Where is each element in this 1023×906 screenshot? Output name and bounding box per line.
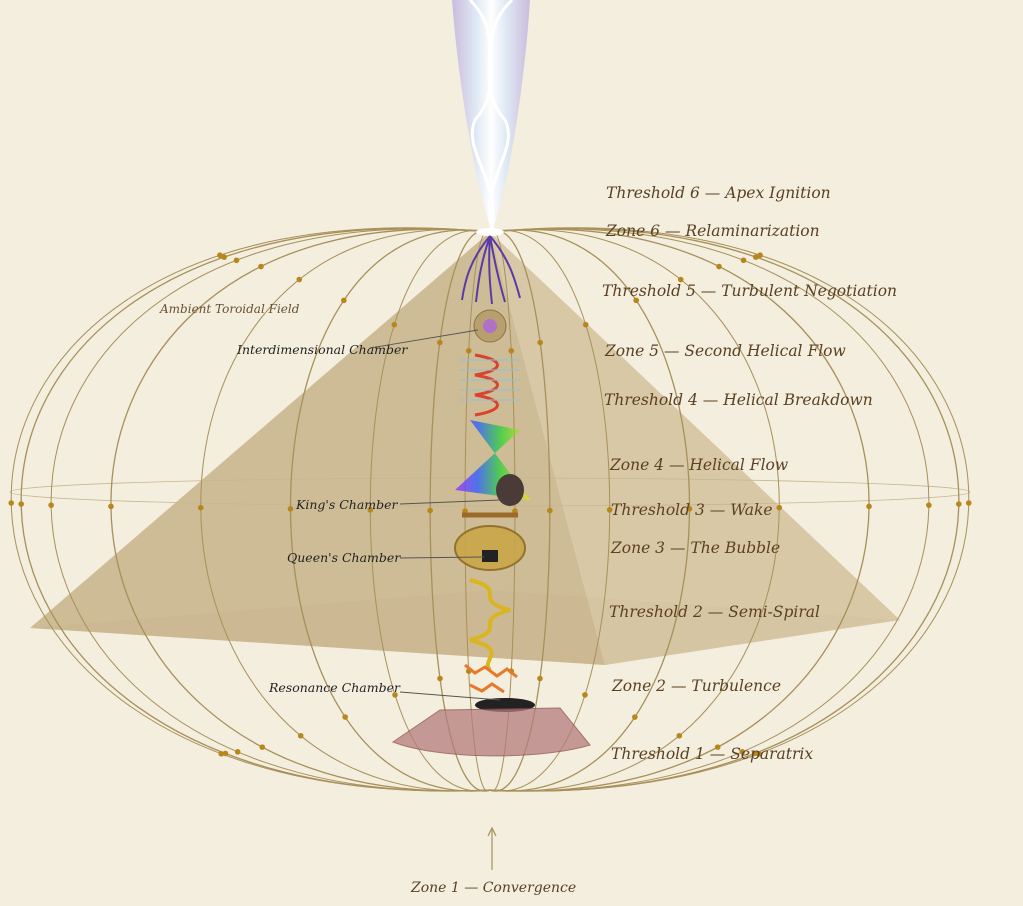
field-arrow-marker: [437, 675, 443, 682]
zone5-red-helix: [474, 353, 499, 417]
field-arrow-marker: [537, 675, 543, 682]
zone1-arrow: [487, 826, 497, 870]
semi-spiral-zone2: [469, 578, 511, 672]
field-arrow-marker: [537, 339, 543, 346]
field-arrow-marker: [108, 503, 114, 510]
kings-chamber: [496, 474, 524, 506]
field-line: [489, 228, 930, 792]
field-arrow-marker: [392, 692, 398, 698]
chamber-core: [483, 319, 497, 333]
field-line: [489, 227, 970, 792]
field-arrow-marker: [462, 508, 468, 514]
queens-chamber: [482, 550, 498, 562]
apex-ignition-point: [476, 228, 504, 236]
field-arrow-marker: [221, 254, 227, 260]
field-arrow-marker: [18, 501, 25, 507]
field-arrow-marker: [234, 749, 241, 755]
separatrix-cone: [391, 707, 591, 757]
label-threshold-4: Threshold 4 — Helical Breakdown: [604, 391, 873, 409]
field-arrow-marker: [632, 714, 638, 720]
field-arrow-marker: [197, 504, 204, 511]
field-arrow-marker: [233, 257, 240, 264]
field-arrow-marker: [48, 502, 54, 508]
field-line: [50, 228, 491, 792]
toroidal-field-lines: [8, 227, 972, 792]
field-line: [10, 227, 491, 792]
field-arrow-marker: [465, 348, 472, 354]
field-arrow-marker: [341, 297, 347, 304]
field-line: [489, 228, 870, 792]
field-arrow-marker: [297, 732, 304, 739]
field-arrow-marker: [606, 507, 613, 513]
apex-energy-beam: [452, 0, 530, 232]
field-arrow-marker: [437, 339, 443, 346]
field-arrow-marker: [753, 254, 759, 260]
field-arrow-marker: [391, 321, 398, 328]
pyramid-right-face: [490, 232, 900, 665]
field-arrow-marker: [716, 263, 722, 270]
field-arrow-marker: [926, 502, 932, 508]
label-threshold-5: Threshold 5 — Turbulent Negotiation: [602, 282, 898, 300]
field-arrow-marker: [582, 692, 588, 698]
zone5-blue-coils: [460, 359, 520, 401]
field-arrow-marker: [866, 503, 872, 510]
label-zone-6: Zone 6 — Relaminarization: [606, 222, 820, 240]
field-arrow-marker: [676, 732, 683, 739]
field-arrow-marker: [677, 276, 684, 283]
turbulence-zone2: [464, 663, 518, 694]
field-arrow-marker: [8, 500, 15, 506]
label-zone-2: Zone 2 — Turbulence: [612, 677, 782, 695]
label-threshold-2: Threshold 2 — Semi-Spiral: [609, 603, 820, 621]
field-arrow-marker: [739, 749, 746, 755]
label-threshold-6: Threshold 6 — Apex Ignition: [606, 184, 831, 202]
beam-helix: [468, 0, 514, 231]
field-arrow-marker: [582, 321, 589, 328]
label-resonance-chamber: Resonance Chamber: [269, 680, 400, 695]
zone6-purple-filaments: [461, 235, 521, 305]
field-arrow-marker: [367, 507, 374, 513]
field-arrow-marker: [427, 507, 433, 514]
field-arrow-marker: [740, 257, 747, 264]
label-ambient-toroidal-field: Ambient Toroidal Field: [160, 302, 300, 316]
central-column: [391, 235, 591, 870]
field-arrow-marker: [342, 714, 348, 720]
bubble-zone3: [454, 525, 526, 571]
field-line: [489, 227, 960, 792]
field-arrow-marker: [217, 252, 223, 259]
field-arrow-marker: [547, 507, 553, 514]
label-zone-1: Zone 1 — Convergence: [411, 880, 577, 896]
label-zone-5: Zone 5 — Second Helical Flow: [605, 342, 846, 360]
field-arrow-marker: [965, 500, 972, 506]
label-interdimensional-chamber: Interdimensional Chamber: [237, 342, 408, 357]
field-arrow-marker: [218, 750, 225, 757]
field-arrow-marker: [776, 504, 783, 511]
label-zone-3: Zone 3 — The Bubble: [611, 539, 781, 557]
field-arrow-marker: [757, 252, 763, 259]
field-arrow-marker: [686, 506, 693, 512]
chamber-leader-lines: [369, 329, 501, 701]
field-line: [110, 228, 491, 792]
field-arrow-marker: [714, 744, 721, 750]
field-line: [20, 227, 491, 792]
field-arrow-marker: [259, 744, 266, 750]
field-arrow-marker: [755, 750, 762, 757]
field-arrow-marker: [287, 506, 294, 512]
field-arrow-marker: [508, 348, 515, 354]
label-threshold-1: Threshold 1 — Separatrix: [611, 745, 814, 763]
field-arrow-marker: [955, 501, 962, 507]
label-queens-chamber: Queen's Chamber: [287, 550, 401, 565]
label-threshold-3: Threshold 3 — Wake: [611, 501, 773, 519]
field-arrow-marker: [633, 297, 639, 304]
field-arrow-marker: [512, 508, 518, 514]
field-arrow-marker: [258, 263, 264, 270]
label-zone-4: Zone 4 — Helical Flow: [610, 456, 789, 474]
label-kings-chamber: King's Chamber: [296, 497, 398, 512]
field-arrow-marker: [296, 276, 303, 283]
